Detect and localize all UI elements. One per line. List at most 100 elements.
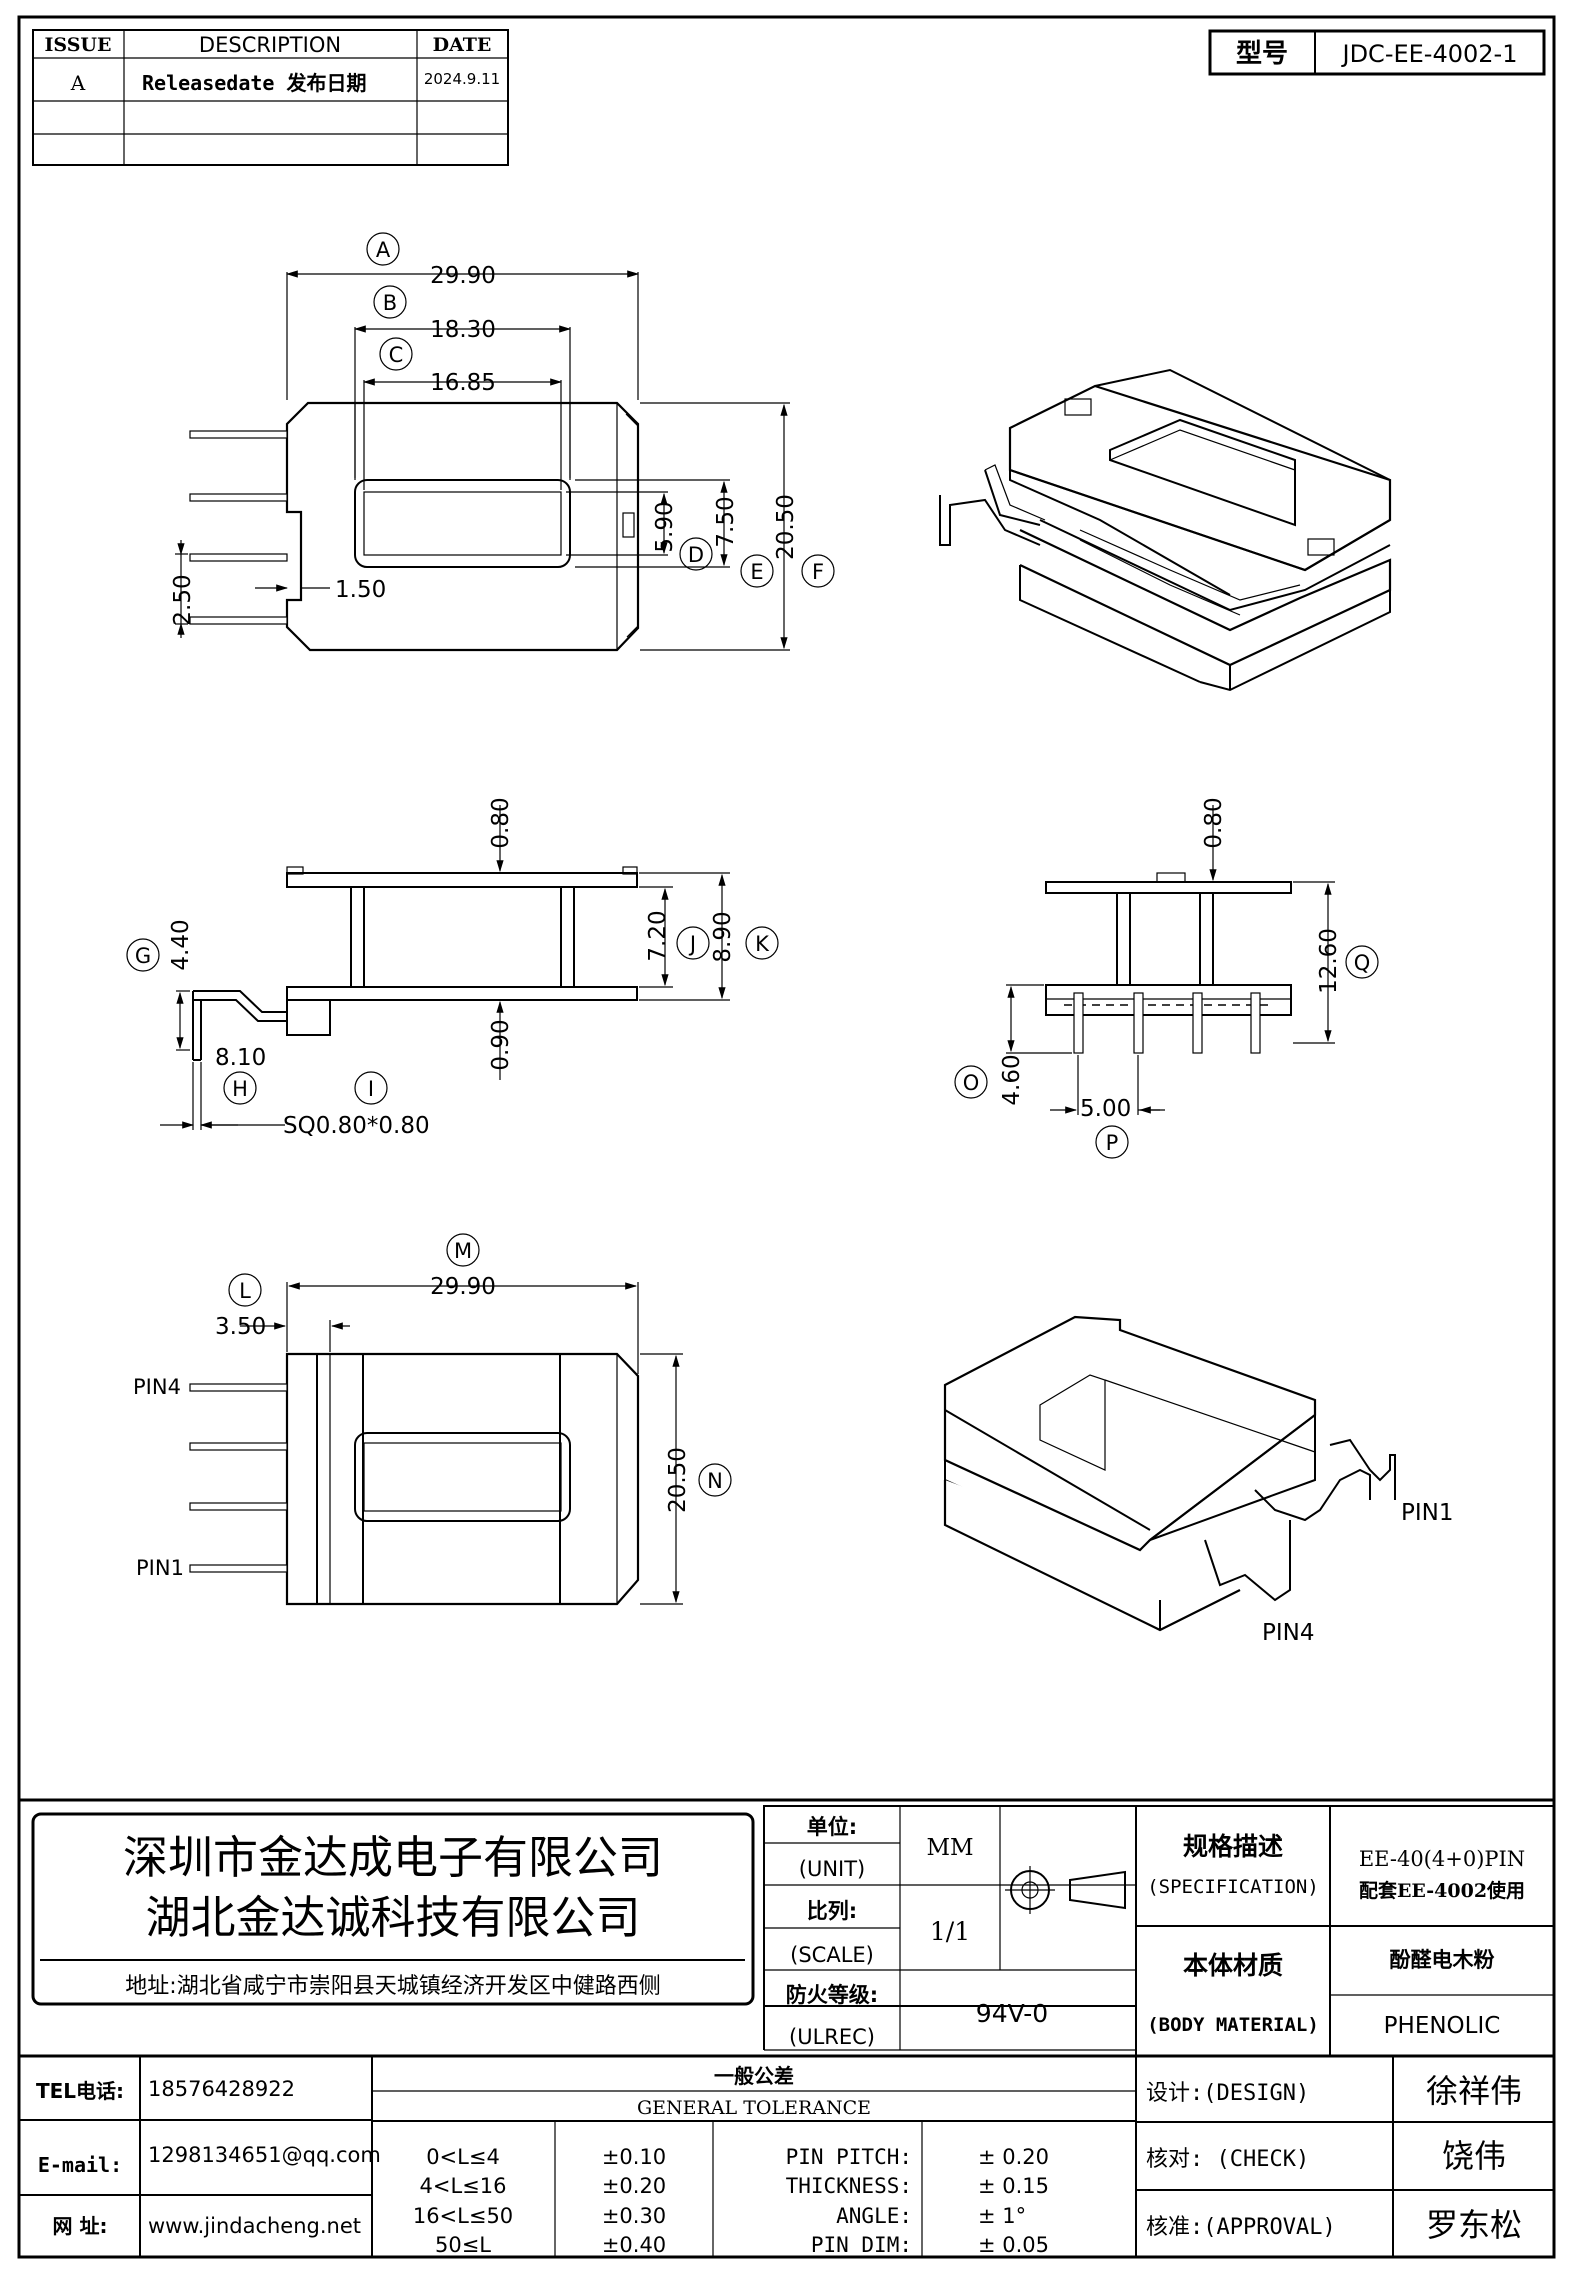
unit-value: MM: [926, 1835, 973, 1861]
marker-a: A: [376, 238, 391, 262]
iso-view-top: [939, 368, 1392, 692]
item-thickness-value: ± 0.15: [978, 2174, 1049, 2198]
unit-label-en: (UNIT): [799, 1857, 866, 1881]
front-dim-q: 12.60: [1316, 928, 1342, 994]
revision-table: ISSUE DESCRIPTION DATE A Releasedate 发布日…: [32, 29, 509, 166]
fire-label-cn: 防火等级:: [786, 1983, 878, 2007]
front-dim-p: 5.00: [1080, 1096, 1131, 1122]
side-dim-top: 0.80: [488, 797, 514, 848]
scale-value: 1/1: [930, 1917, 970, 1946]
iso-pin4-label: PIN4: [1262, 1620, 1315, 1646]
issue-header: ISSUE: [45, 34, 112, 56]
item-thickness: THICKNESS:: [786, 2174, 912, 2198]
email-label: E-mail:: [38, 2153, 122, 2177]
side-view: 0.80 0.90 7.20 8.90 4.40 8.10 SQ0.80*0.8…: [126, 797, 779, 1139]
item-angle: ANGLE:: [836, 2204, 912, 2228]
front-view: 0.80 12.60 4.60 5.00 O P Q: [954, 797, 1379, 1159]
bottom-dim-m: 29.90: [430, 1274, 496, 1300]
marker-q: Q: [1354, 951, 1371, 975]
date-header: DATE: [433, 34, 492, 56]
iso-view-bottom: PIN1 PIN4: [943, 1315, 1454, 1646]
marker-k: K: [755, 932, 770, 956]
range-1: 0<L≤4: [426, 2145, 500, 2169]
marker-n: N: [707, 1469, 723, 1493]
dim-e-value: 7.50: [713, 496, 739, 547]
marker-g: G: [135, 944, 151, 968]
design-label: 设计:(DESIGN): [1146, 2081, 1309, 2106]
web-label: 网 址:: [53, 2214, 108, 2238]
item-angle-value: ± 1°: [978, 2204, 1026, 2228]
front-dim-top: 0.80: [1201, 797, 1227, 848]
company-name-2: 湖北金达诚科技有限公司: [145, 1891, 640, 1944]
email-value: 1298134651@qq.com: [148, 2143, 381, 2167]
dim-a-value: 29.90: [430, 263, 496, 289]
pitch-value: 2.50: [170, 574, 196, 625]
unit-label-cn: 单位:: [807, 1815, 857, 1839]
model-label: 型号: [1236, 39, 1288, 69]
bottom-pin1-label: PIN1: [136, 1556, 184, 1580]
material-value-1: 酚醛电木粉: [1390, 1948, 1495, 1972]
dim-d-value: 5.90: [652, 501, 678, 552]
description-value: Releasedate 发布日期: [142, 71, 367, 95]
spec-label-cn: 规格描述: [1183, 1832, 1283, 1861]
scale-label-en: (SCALE): [790, 1943, 874, 1967]
item-pin-dim: PIN DIM:: [811, 2233, 912, 2257]
front-dim-o: 4.60: [999, 1054, 1025, 1105]
side-dim-h: 8.10: [215, 1045, 266, 1071]
tolerance-title-cn: 一般公差: [714, 2064, 794, 2088]
item-pin-dim-value: ± 0.05: [978, 2233, 1049, 2257]
marker-f: F: [812, 560, 824, 584]
web-value: www.jindacheng.net: [148, 2214, 361, 2238]
tel-value: 18576428922: [148, 2077, 295, 2101]
tolerance-title-en: GENERAL TOLERANCE: [637, 2097, 871, 2119]
tol-2: ±0.20: [602, 2174, 666, 2198]
approval-name: 罗东松: [1426, 2206, 1522, 2244]
company-name-1: 深圳市金达成电子有限公司: [123, 1831, 663, 1884]
top-view: 29.90 18.30 16.85 5.90 7.50 20.50 2.50 1…: [170, 232, 835, 652]
marker-d: D: [688, 543, 704, 567]
side-dim-g: 4.40: [168, 919, 194, 970]
material-label-cn: 本体材质: [1183, 1951, 1283, 1980]
marker-e: E: [750, 560, 763, 584]
side-dim-k: 8.90: [710, 911, 736, 962]
spec-value-2: 配套EE-4002使用: [1359, 1879, 1525, 1902]
dim-f-value: 20.50: [773, 494, 799, 560]
check-name: 饶伟: [1442, 2137, 1506, 2175]
issue-value: A: [70, 71, 86, 95]
spec-value-1: EE-40(4+0)PIN: [1359, 1847, 1525, 1871]
marker-i: I: [368, 1077, 374, 1101]
tol-1: ±0.10: [602, 2145, 666, 2169]
fire-label-en: (ULREC): [789, 2025, 875, 2049]
side-dim-bottom: 0.90: [488, 1019, 514, 1070]
bottom-view: 29.90 3.50 20.50 PIN4 PIN1 L M N: [133, 1233, 732, 1606]
check-label: 核对: (CHECK): [1146, 2147, 1309, 2172]
marker-l: L: [239, 1279, 251, 1303]
bottom-pin4-label: PIN4: [133, 1375, 181, 1399]
iso-pin1-label: PIN1: [1401, 1500, 1454, 1526]
model-value: JDC-EE-4002-1: [1341, 40, 1518, 68]
material-label-en: (BODY MATERIAL): [1147, 2014, 1319, 2036]
marker-o: O: [963, 1071, 980, 1095]
range-2: 4<L≤16: [420, 2174, 507, 2198]
tel-label: TEL电话:: [36, 2079, 124, 2103]
title-block: 深圳市金达成电子有限公司 湖北金达诚科技有限公司 地址:湖北省咸宁市崇阳县天城镇…: [17, 1798, 1556, 2259]
description-header: DESCRIPTION: [199, 33, 341, 57]
design-name: 徐祥伟: [1426, 2072, 1522, 2110]
item-pin-pitch-value: ± 0.20: [978, 2145, 1049, 2169]
spec-label-en: (SPECIFICATION): [1147, 1876, 1319, 1898]
bottom-dim-l: 3.50: [215, 1314, 266, 1340]
fire-value: 94V-0: [976, 1999, 1048, 2028]
marker-b: B: [383, 291, 397, 315]
dim-c-value: 16.85: [430, 370, 496, 396]
model-box: 型号 JDC-EE-4002-1: [1208, 29, 1546, 76]
side-dim-j: 7.20: [645, 910, 671, 961]
offset-value: 1.50: [335, 577, 386, 603]
marker-j: J: [688, 932, 696, 956]
marker-m: M: [454, 1239, 472, 1263]
range-4: 50≤L: [435, 2233, 491, 2257]
tol-3: ±0.30: [602, 2204, 666, 2228]
projection-symbol-icon: [1005, 1866, 1126, 1914]
dim-b-value: 18.30: [430, 317, 496, 343]
material-value-2: PHENOLIC: [1384, 2013, 1501, 2039]
